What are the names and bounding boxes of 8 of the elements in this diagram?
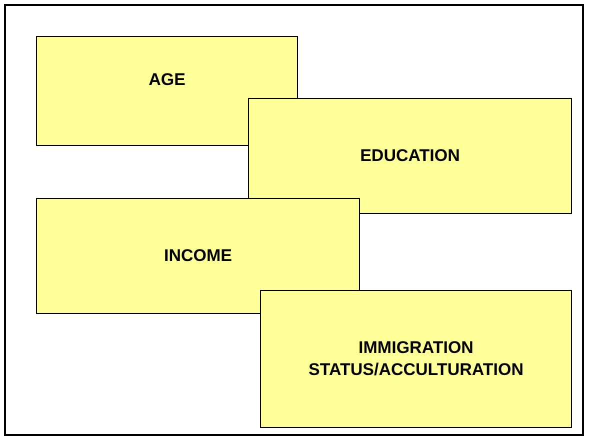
box-label: IMMIGRATION STATUS/ACCULTURATION [308,337,524,381]
label-box [260,290,572,428]
box-label: AGE [148,69,186,91]
box-label: EDUCATION [360,145,460,167]
box-label: INCOME [164,245,232,267]
label-box [36,36,298,146]
label-box [36,198,360,314]
label-box [248,98,572,214]
